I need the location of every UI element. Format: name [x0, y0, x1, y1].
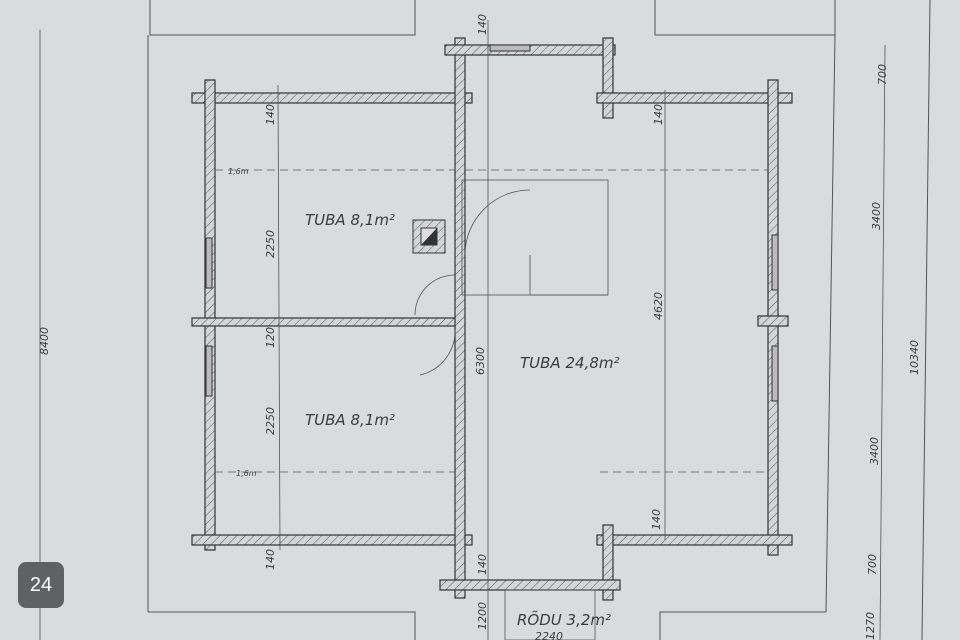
dim-balcony-width: 2240 — [535, 630, 563, 640]
dim-slope-bottom: 1,6m — [236, 469, 257, 478]
dim-right-bottom-overhang: 700 — [866, 554, 879, 575]
dim-left-wall-bottom: 140 — [264, 549, 277, 570]
dim-slope-top: 1,6m — [228, 167, 249, 176]
dim-right-top-overhang: 700 — [876, 64, 889, 85]
dim-balcony-depth: 1200 — [476, 602, 489, 630]
dim-center-top: 140 — [476, 14, 489, 35]
dim-right-room-height: 4620 — [652, 292, 665, 320]
page-number-badge: 24 — [18, 562, 64, 608]
dim-left-total: 8400 — [38, 327, 51, 355]
dim-left-room-top: 2250 — [264, 230, 277, 258]
outline-lines — [147, 0, 931, 640]
dim-right-lower: 3400 — [868, 437, 881, 465]
dim-right-total: 10340 — [908, 340, 921, 375]
dim-right-wall-bottom: 140 — [650, 509, 663, 530]
chimney — [412, 219, 446, 254]
room-label-right: TUBA 24,8m² — [520, 354, 620, 372]
room-label-bottom-left: TUBA 8,1m² — [305, 411, 395, 429]
dim-left-wall-top: 140 — [264, 104, 277, 125]
dim-right-upper: 3400 — [870, 202, 883, 230]
windows — [205, 44, 779, 402]
room-label-top-left: TUBA 8,1m² — [305, 211, 395, 229]
guide-lines — [39, 20, 886, 640]
dim-balcony-wall: 140 — [476, 554, 489, 575]
dim-right-balcony: 1270 — [864, 612, 877, 640]
dim-left-room-bottom: 2250 — [264, 407, 277, 435]
dim-right-wall-top: 140 — [652, 104, 665, 125]
dim-left-mid-wall: 120 — [264, 327, 277, 348]
room-label-balcony: RÕDU 3,2m² — [517, 610, 611, 629]
dim-center-height: 6300 — [474, 347, 487, 375]
